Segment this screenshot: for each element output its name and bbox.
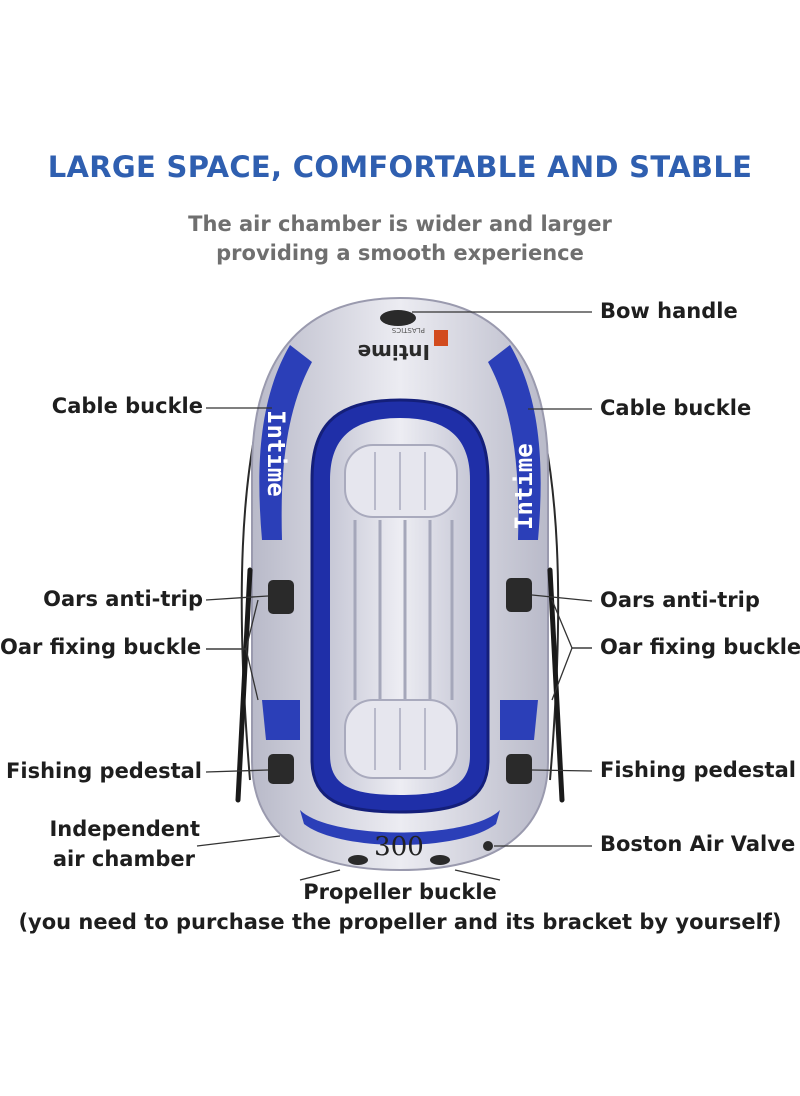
label-cable-buckle-right: Cable buckle xyxy=(600,396,752,420)
air-valve-icon xyxy=(483,841,493,851)
page-title: LARGE SPACE, COMFORTABLE AND STABLE xyxy=(47,150,753,184)
model-number: 300 xyxy=(374,832,424,862)
label-fishing-pedestal-right: Fishing pedestal xyxy=(600,758,796,782)
bow-handle-icon xyxy=(380,310,416,326)
label-oars-anti-trip-right: Oars anti-trip xyxy=(600,588,760,612)
label-fishing-pedestal-left: Fishing pedestal xyxy=(6,759,202,783)
subtitle-line-2: providing a smooth experience xyxy=(216,241,584,265)
label-boston-valve: Boston Air Valve xyxy=(600,832,796,856)
oar-lock-right xyxy=(506,578,532,612)
logo-small-text: PLASTICS xyxy=(391,326,425,334)
propeller-buckle-left-icon xyxy=(348,855,368,865)
label-propeller-buckle: Propeller buckle xyxy=(303,880,497,904)
fishing-pedestal-left-icon xyxy=(268,754,294,784)
label-independent-line-2: air chamber xyxy=(52,847,195,871)
label-oars-anti-trip-left: Oars anti-trip xyxy=(43,587,203,611)
brand-text-right: Intime xyxy=(510,443,538,530)
oar-lock-left xyxy=(268,580,294,614)
oar-right xyxy=(547,567,565,803)
brand-text-left: Intime xyxy=(262,410,290,497)
logo-mark-icon xyxy=(434,330,448,346)
blue-band-left xyxy=(259,345,312,540)
floor-ribs xyxy=(353,520,454,700)
blue-band-right xyxy=(488,345,541,540)
label-bow-handle: Bow handle xyxy=(600,299,738,323)
label-independent-line-1: Independent xyxy=(49,817,200,841)
fishing-pedestal-right-icon xyxy=(506,754,532,784)
label-cable-buckle-left: Cable buckle xyxy=(51,394,203,418)
logo-text: Intime xyxy=(358,340,431,364)
label-oar-fixing-left: Oar fixing buckle xyxy=(0,635,202,659)
blue-stripe-left-lower xyxy=(262,700,300,740)
footnote: (you need to purchase the propeller and … xyxy=(18,910,782,934)
propeller-buckle-right-icon xyxy=(430,855,450,865)
blue-stripe-right-lower xyxy=(500,700,538,740)
subtitle-line-1: The air chamber is wider and larger xyxy=(188,212,612,236)
oar-left xyxy=(235,567,253,803)
blue-stripe-stern xyxy=(300,810,500,845)
callout-lines xyxy=(196,311,593,881)
label-oar-fixing-right: Oar fixing buckle xyxy=(600,635,800,659)
